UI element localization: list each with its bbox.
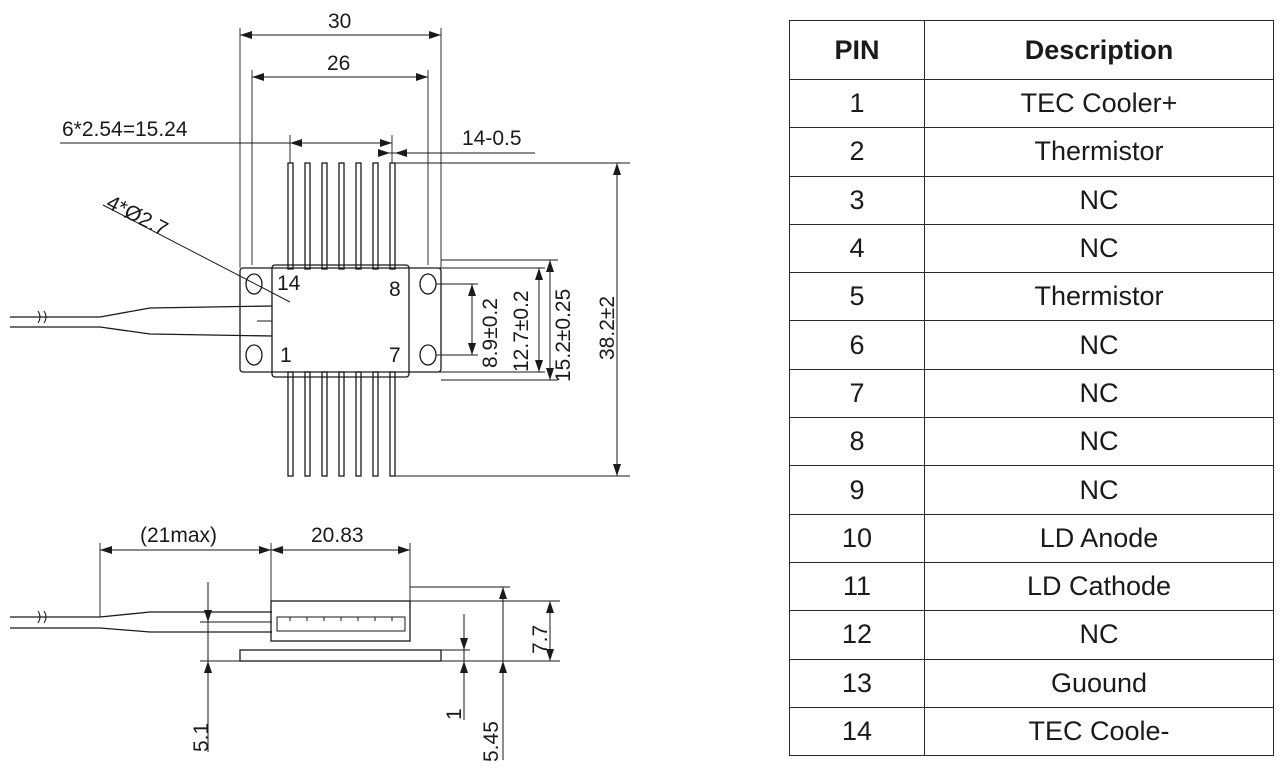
side-body bbox=[270, 600, 411, 642]
pin-description: NC bbox=[924, 175, 1274, 225]
side-view: (21max) 20.83 7.7 5.1 bbox=[10, 524, 560, 762]
svg-text:14-0.5: 14-0.5 bbox=[462, 127, 522, 150]
pin-number: 4 bbox=[789, 223, 925, 274]
pin-number: 9 bbox=[789, 465, 925, 515]
dim-hole-spacing: 8.9±0.2 bbox=[436, 283, 502, 368]
mechanical-drawing: 14 8 1 7 30 26 6*2.54=15 bbox=[10, 10, 630, 762]
pin-label-14: 14 bbox=[277, 272, 301, 295]
bottom-pins bbox=[287, 371, 396, 477]
dim-flange-height: 15.2±0.25 bbox=[441, 259, 575, 382]
mounting-hole bbox=[419, 344, 437, 366]
dim-body-height: 12.7±0.2 bbox=[409, 267, 545, 373]
svg-text:7.7: 7.7 bbox=[529, 625, 552, 654]
pin-number: 10 bbox=[789, 513, 925, 563]
svg-text:26: 26 bbox=[327, 52, 350, 75]
side-fiber bbox=[10, 610, 272, 633]
dim-height: 7.7 bbox=[410, 600, 560, 662]
pin-number: 8 bbox=[789, 417, 925, 467]
mounting-hole bbox=[419, 273, 437, 295]
pin-description: Thermistor bbox=[924, 127, 1274, 177]
pin-number: 5 bbox=[789, 272, 925, 322]
dim-fiber-length: (21max) bbox=[99, 524, 272, 617]
pin-label-1: 1 bbox=[280, 344, 292, 367]
pin-description: LD Cathode bbox=[924, 561, 1274, 612]
pin-description: NC bbox=[924, 610, 1274, 660]
pin-description: LD Anode bbox=[924, 513, 1274, 563]
dim-pin-height: 5.45 bbox=[410, 586, 510, 762]
dim-overall-width: 30 bbox=[239, 10, 442, 268]
header-description: Description bbox=[924, 20, 1274, 80]
svg-text:30: 30 bbox=[328, 10, 351, 33]
pin-description: Guound bbox=[924, 658, 1274, 708]
pin-label-7: 7 bbox=[389, 344, 401, 367]
svg-text:4*Ø2.7: 4*Ø2.7 bbox=[103, 191, 172, 241]
flange bbox=[239, 267, 442, 373]
pin-number: 3 bbox=[789, 175, 925, 225]
dim-fiber-height: 5.1 bbox=[190, 582, 272, 752]
pin-description: TEC Coole- bbox=[924, 706, 1274, 757]
top-view: 14 8 1 7 30 26 6*2.54=15 bbox=[10, 10, 630, 477]
top-pins bbox=[287, 162, 396, 270]
svg-text:(21max): (21max) bbox=[140, 524, 217, 547]
pin-number: 6 bbox=[789, 320, 925, 370]
pin-description: NC bbox=[924, 368, 1274, 419]
pin-number: 14 bbox=[789, 706, 925, 757]
svg-text:6*2.54=15.24: 6*2.54=15.24 bbox=[62, 118, 188, 141]
svg-text:5.1: 5.1 bbox=[190, 723, 213, 752]
svg-text:20.83: 20.83 bbox=[311, 524, 364, 547]
pin-description: NC bbox=[924, 320, 1274, 370]
table-header-row: PIN Description bbox=[789, 20, 1274, 80]
pin-description: NC bbox=[924, 417, 1274, 467]
svg-text:1: 1 bbox=[443, 708, 466, 720]
pin-label-8: 8 bbox=[389, 278, 401, 301]
pin-description: NC bbox=[924, 223, 1274, 274]
dim-body-width: 26 bbox=[251, 52, 429, 265]
pin-description: TEC Cooler+ bbox=[924, 78, 1274, 129]
pin-number: 7 bbox=[789, 368, 925, 419]
pin-number: 1 bbox=[789, 78, 925, 129]
dim-base: 1 bbox=[441, 614, 470, 720]
mounting-hole bbox=[245, 344, 263, 366]
pin-number: 12 bbox=[789, 610, 925, 660]
svg-text:15.2±0.25: 15.2±0.25 bbox=[552, 289, 575, 382]
dim-pin-span: 6*2.54=15.24 bbox=[60, 118, 393, 163]
side-base bbox=[239, 649, 442, 662]
fiber-pigtail bbox=[10, 305, 273, 337]
svg-text:5.45: 5.45 bbox=[480, 721, 503, 762]
dim-overall-length: 38.2±2 bbox=[395, 162, 630, 477]
pin-number: 2 bbox=[789, 127, 925, 177]
pin-number: 11 bbox=[789, 561, 925, 612]
mounting-hole bbox=[245, 273, 263, 295]
svg-text:38.2±2: 38.2±2 bbox=[596, 296, 619, 360]
header-pin: PIN bbox=[789, 20, 925, 80]
dim-body-length: 20.83 bbox=[271, 524, 411, 601]
pin-description: Thermistor bbox=[924, 272, 1274, 322]
dim-pin-width: 14-0.5 bbox=[378, 127, 535, 157]
pin-description: NC bbox=[924, 465, 1274, 515]
svg-text:8.9±0.2: 8.9±0.2 bbox=[479, 298, 502, 368]
svg-text:12.7±0.2: 12.7±0.2 bbox=[510, 290, 533, 372]
pin-number: 13 bbox=[789, 658, 925, 708]
